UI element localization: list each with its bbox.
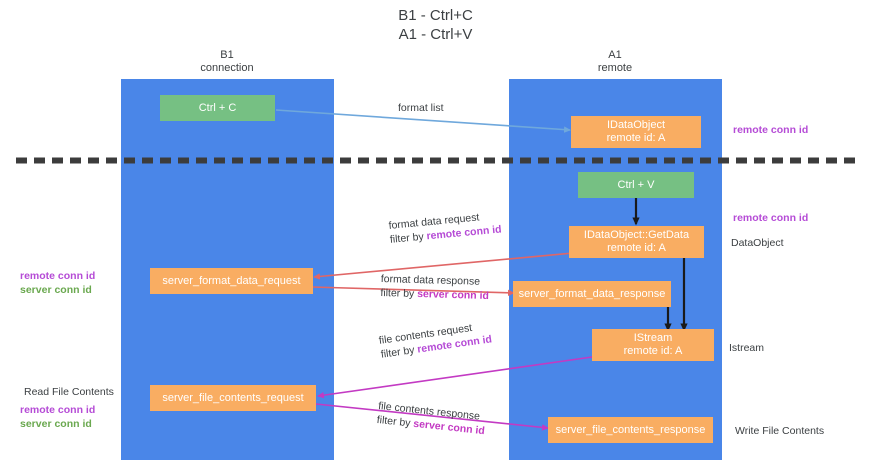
side-label-write-file-contents: Write File Contents (735, 425, 825, 437)
node-istream[interactable]: IStream remote id: A (592, 329, 714, 361)
side-label-left-server-conn-id-2: server conn id (20, 418, 92, 430)
side-label-read-file-contents: Read File Contents (24, 386, 114, 398)
node-idataobject[interactable]: IDataObject remote id: A (571, 116, 701, 148)
edge-label-format-data-request-line2: filter by (389, 230, 428, 246)
edge-label-file-contents-response: file contents response filter by server … (376, 399, 487, 438)
edge-label-format-data-response-line2: filter by (380, 286, 418, 301)
side-label-remote-conn-id-mid: remote conn id (733, 212, 809, 224)
edge-label-file-contents-response-line2: filter by (376, 413, 414, 430)
node-server-format-data-response[interactable]: server_format_data_response (513, 281, 671, 307)
node-server-file-contents-response[interactable]: server_file_contents_response (548, 417, 713, 443)
side-label-left-remote-conn-id: remote conn id (20, 270, 96, 282)
column-heading-b1: B1 connection (200, 49, 254, 74)
page-title: B1 - Ctrl+C A1 - Ctrl+V (398, 7, 473, 43)
node-idataobject-getdata[interactable]: IDataObject::GetData remote id: A (569, 226, 704, 258)
side-label-left-remote-conn-id-2: remote conn id (20, 404, 96, 416)
edge-label-format-data-request: format data request filter by remote con… (388, 208, 502, 246)
node-server-format-data-request[interactable]: server_format_data_request (150, 268, 313, 294)
side-label-left-server-conn-id: server conn id (20, 284, 92, 296)
side-label-remote-conn-id-top: remote conn id (733, 124, 809, 136)
edge-label-format-list: format list (398, 101, 444, 115)
node-ctrl-v[interactable]: Ctrl + V (578, 172, 694, 198)
edge-label-file-contents-request-line2: filter by (380, 343, 419, 361)
edge-label-format-data-response: format data response filter by server co… (380, 272, 489, 303)
edge-label-file-contents-request: file contents request filter by remote c… (378, 318, 493, 361)
node-ctrl-c[interactable]: Ctrl + C (160, 95, 275, 121)
side-label-dataobject: DataObject (731, 237, 784, 249)
column-heading-a1: A1 remote (597, 49, 633, 74)
edge-label-format-list-line1: format list (398, 102, 444, 114)
node-server-file-contents-request[interactable]: server_file_contents_request (150, 385, 316, 411)
edge-key-server-conn-id-1: server conn id (416, 288, 490, 303)
side-label-istream: Istream (729, 342, 765, 354)
